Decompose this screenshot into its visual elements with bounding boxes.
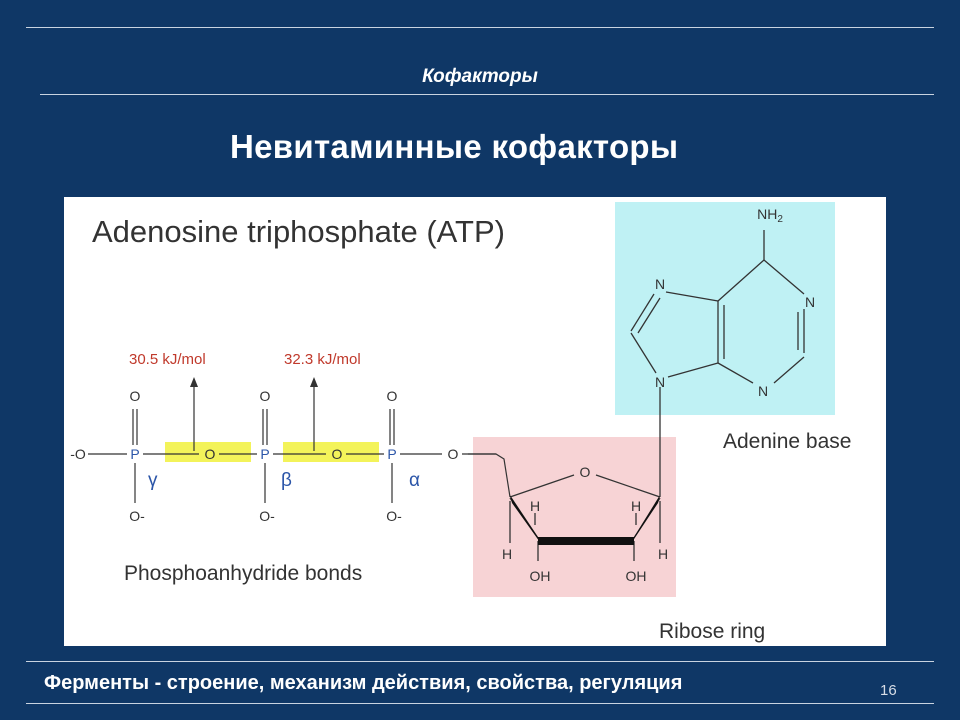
ribose-ring-oxygen: O bbox=[580, 464, 591, 480]
diagram-title: Adenosine triphosphate (ATP) bbox=[92, 214, 505, 249]
footer-text: Ферменты - строение, механизм действия, … bbox=[44, 672, 683, 694]
bond-highlight-gamma-beta bbox=[165, 442, 251, 462]
ribose-h-4: H bbox=[658, 546, 668, 562]
amino-group: NH2 bbox=[757, 206, 783, 225]
adenine-n-9: N bbox=[655, 374, 665, 390]
phosphorus-beta: P bbox=[260, 446, 269, 462]
page-number: 16 bbox=[880, 682, 897, 699]
phosphorus-gamma: P bbox=[130, 446, 139, 462]
phosphoanhydride-label: Phosphoanhydride bonds bbox=[124, 562, 362, 585]
oxygen-minus-alpha: O- bbox=[386, 508, 402, 524]
bottom-rule bbox=[26, 703, 934, 704]
atp-diagram-svg: Adenosine triphosphate (ATP) 30.5 kJ/mol… bbox=[70, 202, 851, 643]
energy-label-beta: 32.3 kJ/mol bbox=[284, 351, 361, 368]
bridge-oxygen-1: O bbox=[205, 446, 216, 462]
oxygen-beta-top: O bbox=[260, 388, 271, 404]
oxygen-gamma-top: O bbox=[130, 388, 141, 404]
arrowhead-gamma bbox=[190, 377, 198, 387]
ribose-h-1: H bbox=[530, 498, 540, 514]
atp-diagram: Adenosine triphosphate (ATP) 30.5 kJ/mol… bbox=[64, 197, 886, 646]
ribose-wedge-right bbox=[630, 495, 660, 545]
terminal-oxygen: -O bbox=[70, 446, 86, 462]
greek-beta: β bbox=[281, 470, 292, 491]
adenine-box bbox=[615, 202, 835, 415]
ribose-h-2: H bbox=[631, 498, 641, 514]
adenine-n-1: N bbox=[805, 294, 815, 310]
slide-title: Невитаминные кофакторы bbox=[230, 128, 679, 165]
oxygen-minus-gamma: O- bbox=[129, 508, 145, 524]
ribose-wedge-left bbox=[510, 495, 542, 545]
oxygen-alpha-top: O bbox=[387, 388, 398, 404]
bond-highlight-beta-alpha bbox=[283, 442, 379, 462]
arrowhead-beta bbox=[310, 377, 318, 387]
ribose-h-3: H bbox=[502, 546, 512, 562]
ribose-oh-1: OH bbox=[530, 568, 551, 584]
adenine-base-label: Adenine base bbox=[723, 430, 851, 453]
greek-gamma: γ bbox=[148, 470, 158, 491]
ribose-oh-2: OH bbox=[626, 568, 647, 584]
oxygen-minus-beta: O- bbox=[259, 508, 275, 524]
energy-label-gamma: 30.5 kJ/mol bbox=[129, 351, 206, 368]
bridge-oxygen-3: O bbox=[448, 446, 459, 462]
top-rule bbox=[26, 27, 934, 28]
section-title: Кофакторы bbox=[422, 66, 538, 87]
ribose-ring-label: Ribose ring bbox=[659, 620, 765, 643]
bridge-oxygen-2: O bbox=[332, 446, 343, 462]
adenine-n-7: N bbox=[655, 276, 665, 292]
adenine-n-3: N bbox=[758, 383, 768, 399]
phosphorus-alpha: P bbox=[387, 446, 396, 462]
greek-alpha: α bbox=[409, 470, 420, 491]
ribose-front-bond bbox=[538, 537, 634, 545]
ribose-box bbox=[473, 437, 676, 597]
ribose-link-bond bbox=[468, 453, 511, 498]
footer-rule bbox=[26, 661, 934, 662]
header-rule bbox=[40, 94, 934, 95]
